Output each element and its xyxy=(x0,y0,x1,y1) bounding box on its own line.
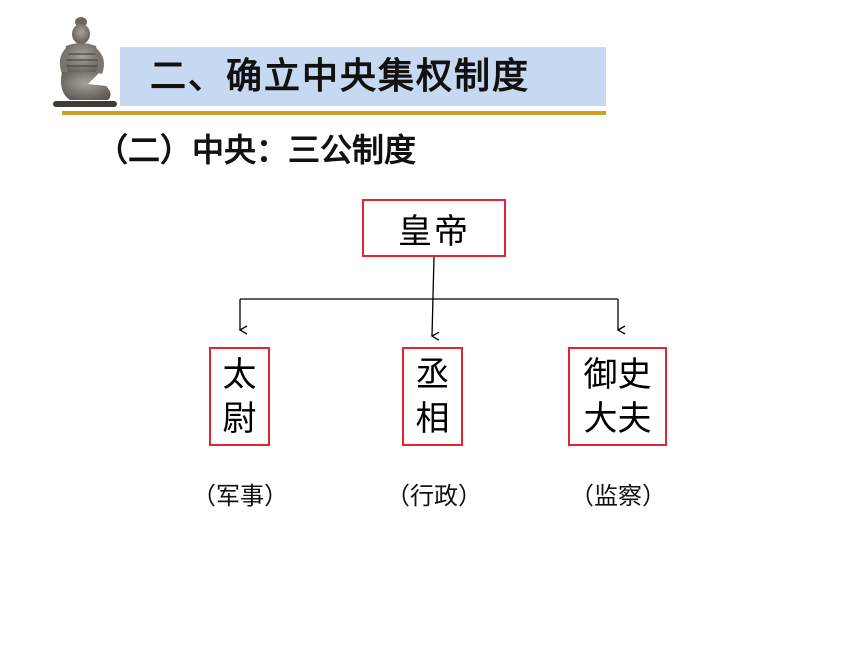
chengxiang-role: （行政） xyxy=(386,482,482,510)
root-stem-line xyxy=(430,256,440,341)
chengxiang-box: 丞 相 xyxy=(402,347,463,446)
taiwei-box: 太 尉 xyxy=(209,347,270,446)
emperor-box: 皇帝 xyxy=(362,199,506,257)
taiwei-role: （军事） xyxy=(192,482,288,510)
taiwei-label: 太 尉 xyxy=(222,354,257,439)
yushi-dafu-box: 御史 大夫 xyxy=(568,347,667,446)
chengxiang-label: 丞 相 xyxy=(415,354,450,439)
slide-title: 二、确立中央集权制度 xyxy=(150,56,531,97)
emperor-label: 皇帝 xyxy=(398,211,470,252)
title-underline xyxy=(62,111,606,115)
yushi-dafu-label: 御史 大夫 xyxy=(583,354,652,439)
yushi-dafu-role: （监察） xyxy=(570,482,666,510)
section-subtitle: （二）中央：三公制度 xyxy=(96,131,417,169)
title-banner xyxy=(120,47,606,106)
terracotta-warrior-icon xyxy=(53,17,117,107)
